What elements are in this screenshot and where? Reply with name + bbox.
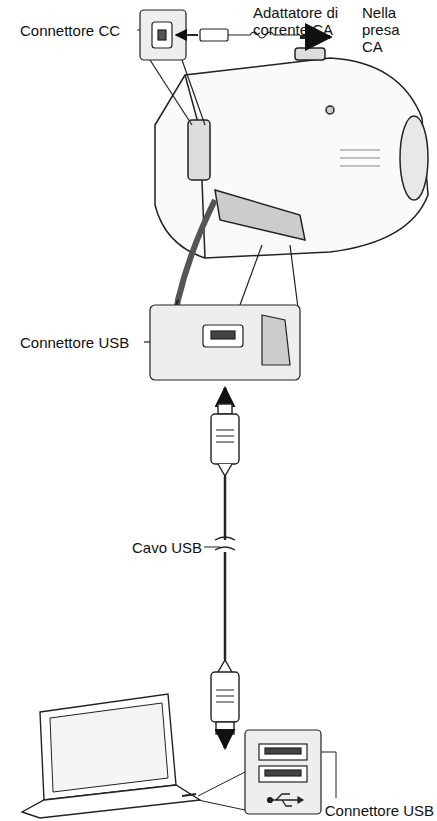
part-label: Adattatore di corrente CA <box>253 4 353 38</box>
usb-port-inset <box>144 245 300 380</box>
usb-cable <box>204 388 239 748</box>
part-label: Nella presa CA <box>362 4 408 55</box>
part-label: Cavo USB <box>132 539 202 556</box>
part-label: Connettore USB <box>325 802 434 819</box>
part-label: Connettore CC <box>20 22 120 39</box>
usb-port-inset <box>245 730 336 814</box>
leader-line <box>137 30 140 31</box>
camcorder <box>155 48 428 338</box>
part-label: Connettore USB <box>20 334 129 351</box>
laptop <box>22 694 245 818</box>
